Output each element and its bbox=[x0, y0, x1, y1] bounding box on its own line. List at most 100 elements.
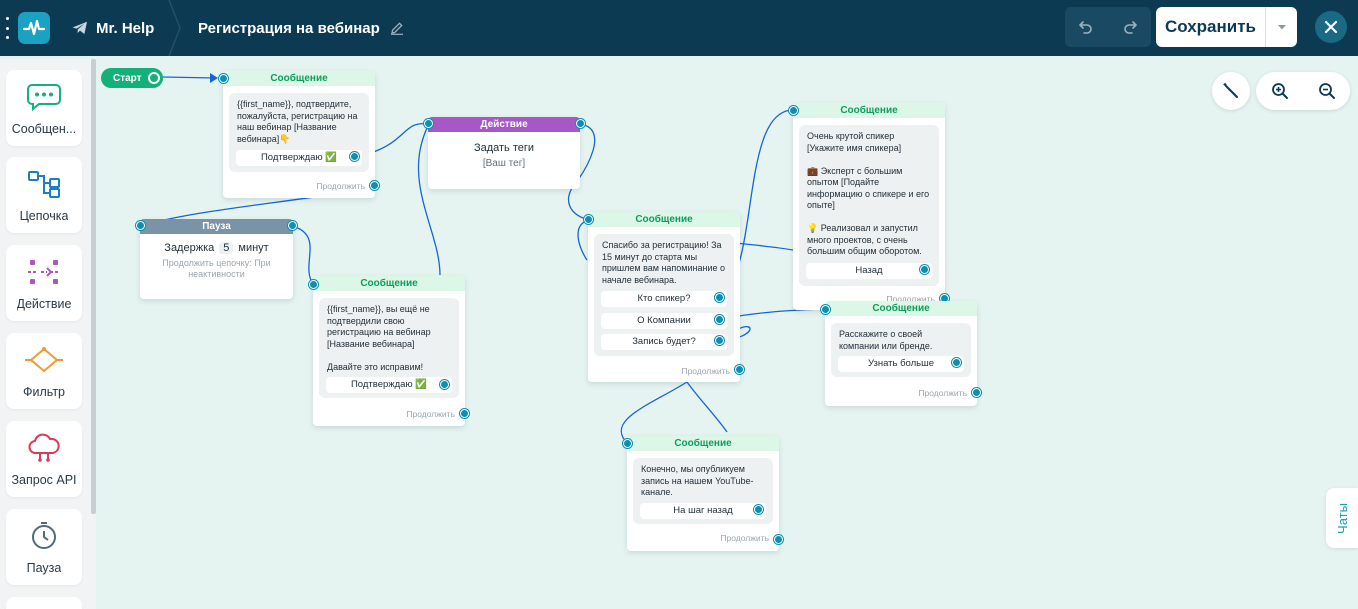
redo-button[interactable] bbox=[1109, 7, 1151, 47]
flow-title[interactable]: Регистрация на вебинар bbox=[198, 16, 404, 40]
flow-title-text: Регистрация на вебинар bbox=[198, 20, 380, 37]
undo-button[interactable] bbox=[1065, 7, 1107, 47]
save-options-button[interactable] bbox=[1266, 7, 1297, 47]
continue-port[interactable] bbox=[774, 535, 783, 544]
auto-arrange-button[interactable] bbox=[1212, 72, 1250, 110]
quick-reply-button[interactable]: Кто спикер? bbox=[601, 291, 727, 307]
button-port[interactable] bbox=[440, 380, 449, 389]
app-menu-icon[interactable] bbox=[4, 17, 10, 39]
button-port[interactable] bbox=[920, 265, 929, 274]
action-icon bbox=[26, 257, 62, 287]
button-port[interactable] bbox=[715, 336, 724, 345]
palette-item-label: Запрос API bbox=[11, 473, 76, 487]
palette-item-label: Сообщен... bbox=[12, 122, 77, 136]
chats-tab[interactable]: Чаты bbox=[1326, 488, 1358, 548]
input-port[interactable] bbox=[309, 280, 318, 289]
breadcrumb-divider bbox=[168, 0, 182, 56]
chevron-down-icon bbox=[1277, 24, 1287, 30]
zoom-in-button[interactable] bbox=[1256, 72, 1303, 110]
input-port[interactable] bbox=[623, 439, 632, 448]
pause-note: Продолжить цепочку: При неактивности bbox=[140, 258, 293, 280]
node-header: Сообщение bbox=[627, 436, 779, 451]
chain-icon bbox=[26, 169, 62, 199]
button-port[interactable] bbox=[715, 293, 724, 302]
button-port[interactable] bbox=[754, 505, 763, 514]
palette-item-pause[interactable]: Пауза bbox=[6, 509, 82, 585]
input-port[interactable] bbox=[136, 221, 145, 230]
message-bubble: {{first_name}}, подтвердите, пожалуйста,… bbox=[229, 93, 369, 172]
input-port[interactable] bbox=[789, 106, 798, 115]
message-node-confirm[interactable]: Сообщение {{first_name}}, подтвердите, п… bbox=[223, 71, 375, 198]
quick-reply-button[interactable]: Подтверждаю ✅ bbox=[326, 377, 452, 393]
zoom-out-button[interactable] bbox=[1303, 72, 1350, 110]
quick-reply-button[interactable]: Узнать больше bbox=[838, 356, 964, 372]
continue-port[interactable] bbox=[735, 365, 744, 374]
top-bar: Mr. Help Регистрация на вебинар Сохранит… bbox=[0, 0, 1358, 56]
continue-port[interactable] bbox=[370, 181, 379, 190]
filter-icon bbox=[24, 345, 64, 375]
node-header: Сообщение bbox=[313, 276, 465, 291]
quick-reply-button[interactable]: Подтверждаю ✅ bbox=[236, 150, 362, 166]
chat-bubble-icon bbox=[26, 82, 62, 112]
quick-reply-button[interactable]: На шаг назад bbox=[640, 503, 766, 519]
palette-item-filter[interactable]: Фильтр bbox=[6, 333, 82, 409]
edit-pencil-icon[interactable] bbox=[390, 21, 404, 35]
close-icon bbox=[1324, 20, 1338, 34]
palette-item-label: Цепочка bbox=[20, 209, 69, 223]
output-port[interactable] bbox=[288, 221, 297, 230]
input-port[interactable] bbox=[424, 119, 433, 128]
start-port[interactable] bbox=[148, 72, 160, 84]
node-header: Действие bbox=[428, 117, 580, 132]
app-logo[interactable] bbox=[18, 12, 50, 44]
message-node-recording[interactable]: Сообщение Конечно, мы опубликуем запись … bbox=[627, 436, 779, 551]
continue-port[interactable] bbox=[972, 388, 981, 397]
message-text: {{first_name}}, вы ещё не подтвердили св… bbox=[319, 298, 459, 373]
magic-wand-icon bbox=[1222, 82, 1240, 100]
cloud-api-icon bbox=[26, 433, 62, 463]
save-button[interactable]: Сохранить bbox=[1156, 17, 1265, 37]
pause-node[interactable]: Пауза Задержка 5 минут Продолжить цепочк… bbox=[140, 219, 293, 299]
action-node-set-tags[interactable]: Действие Задать теги [Ваш тег] bbox=[428, 117, 580, 189]
message-text: Конечно, мы опубликуем запись на нашем Y… bbox=[633, 458, 773, 499]
palette-item-api[interactable]: Запрос API bbox=[6, 421, 82, 497]
redo-icon bbox=[1122, 19, 1138, 35]
chats-label: Чаты bbox=[1334, 503, 1349, 534]
block-palette: Сообщен... Цепочка Действие Фильтр Запро… bbox=[0, 59, 96, 609]
close-button[interactable] bbox=[1315, 11, 1347, 43]
message-bubble: Расскажите о своей компании или бренде. … bbox=[831, 323, 971, 377]
message-node-speaker[interactable]: Сообщение Очень крутой спикер [Укажите и… bbox=[793, 103, 945, 310]
input-port[interactable] bbox=[584, 215, 593, 224]
delay-value: 5 bbox=[219, 242, 233, 254]
continue-label: Продолжить bbox=[316, 181, 365, 191]
message-bubble: Конечно, мы опубликуем запись на нашем Y… bbox=[633, 458, 773, 524]
undo-icon bbox=[1078, 19, 1094, 35]
button-port[interactable] bbox=[350, 152, 359, 161]
button-port[interactable] bbox=[952, 358, 961, 367]
output-port[interactable] bbox=[576, 119, 585, 128]
quick-reply-button[interactable]: Запись будет? bbox=[601, 334, 727, 350]
input-port[interactable] bbox=[219, 74, 228, 83]
bot-selector[interactable]: Mr. Help bbox=[72, 16, 154, 40]
palette-item-more[interactable] bbox=[6, 597, 82, 609]
quick-reply-button[interactable]: О Компании bbox=[601, 313, 727, 329]
palette-item-chain[interactable]: Цепочка bbox=[6, 157, 82, 233]
message-node-company[interactable]: Сообщение Расскажите о своей компании ил… bbox=[825, 301, 977, 406]
continue-port[interactable] bbox=[460, 409, 469, 418]
message-node-reminder[interactable]: Сообщение {{first_name}}, вы ещё не подт… bbox=[313, 276, 465, 426]
start-node[interactable]: Старт bbox=[101, 68, 163, 88]
message-text: Спасибо за регистрацию! За 15 минут до с… bbox=[594, 234, 734, 286]
message-bubble: {{first_name}}, вы ещё не подтвердили св… bbox=[319, 298, 459, 398]
node-header: Сообщение bbox=[825, 301, 977, 316]
button-port[interactable] bbox=[715, 315, 724, 324]
delay-unit: минут bbox=[238, 242, 268, 254]
input-port[interactable] bbox=[821, 305, 830, 314]
save-control: Сохранить bbox=[1156, 7, 1297, 47]
action-tag: [Ваш тег] bbox=[428, 158, 580, 169]
palette-item-message[interactable]: Сообщен... bbox=[6, 70, 82, 146]
zoom-out-icon bbox=[1318, 82, 1336, 100]
pause-delay: Задержка 5 минут bbox=[140, 242, 293, 254]
quick-reply-button[interactable]: Назад bbox=[806, 263, 932, 279]
continue-label: Продолжить bbox=[918, 388, 967, 398]
message-text: Очень крутой спикер [Укажите имя спикера… bbox=[799, 125, 939, 258]
palette-item-action[interactable]: Действие bbox=[6, 245, 82, 321]
